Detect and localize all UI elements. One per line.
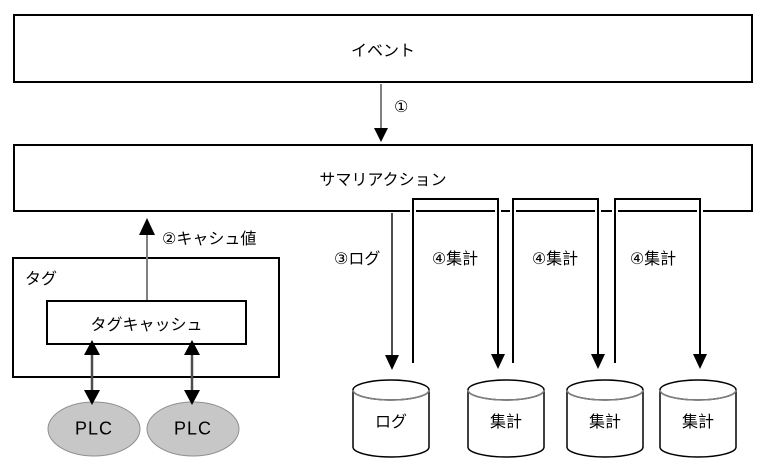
arrow-event-to-summary [374, 84, 388, 142]
summary-action-node: サマリアクション [13, 144, 753, 212]
log-db-label: ログ [374, 414, 408, 431]
elbow-connector-sum-2 [510, 196, 605, 369]
summary-action-node-label: サマリアクション [319, 172, 447, 189]
sum-db-label-1: 集計 [489, 414, 523, 431]
tag-group-label: タグ [25, 271, 58, 288]
sum-db-label-2: 集計 [588, 414, 622, 431]
flow-label-step4-sum-3: ④集計 [629, 251, 677, 268]
tag-cache-node: タグキャッシュ [46, 300, 247, 345]
plc-label-2: PLC [173, 418, 213, 439]
sum-db-label-3: 集計 [681, 414, 715, 431]
flow-label-step3-log: ③ログ [334, 251, 381, 268]
event-node: イベント [13, 14, 753, 83]
flow-label-step1: ① [394, 99, 409, 116]
flow-label-step4-sum-1: ④集計 [431, 251, 479, 268]
event-node-label: イベント [350, 42, 415, 60]
arrow-summary-to-log [385, 213, 399, 370]
elbow-connector-sum-3 [612, 196, 707, 369]
plc-label-1: PLC [74, 418, 114, 439]
elbow-connector-sum-1 [410, 196, 505, 369]
tag-cache-label: タグキャッシュ [90, 316, 203, 334]
flow-label-step2-cache-value: ②キャシュ値 [162, 231, 257, 248]
flow-label-step4-sum-2: ④集計 [531, 251, 579, 268]
